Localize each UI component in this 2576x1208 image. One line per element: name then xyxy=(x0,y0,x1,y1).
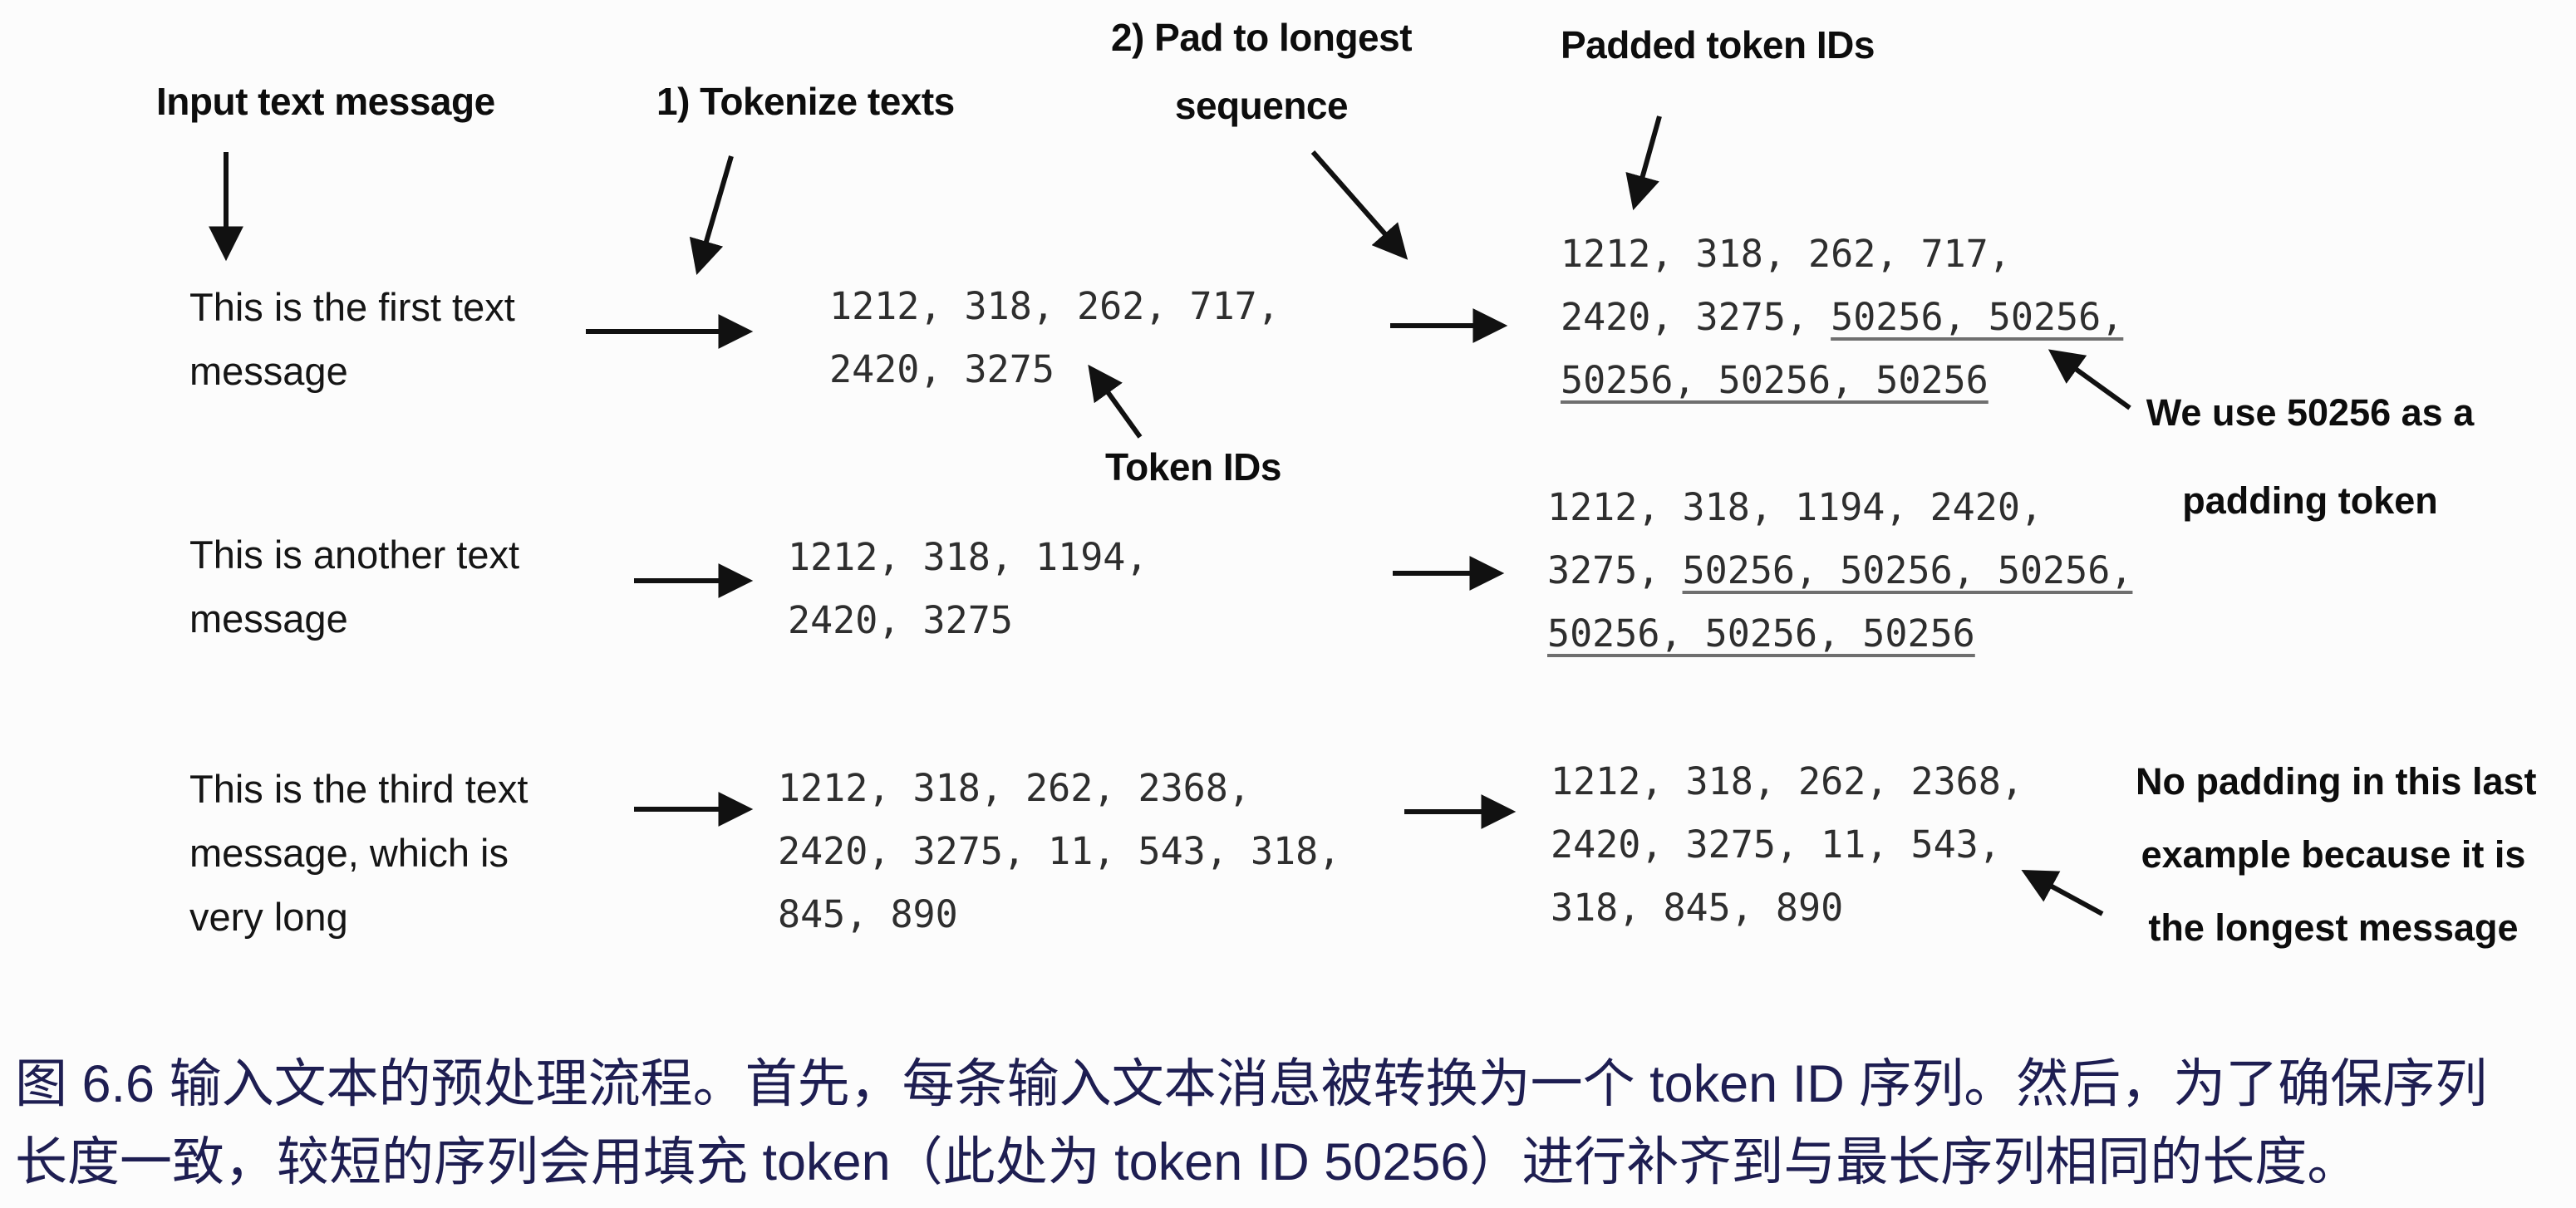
token-ids-3: 1212, 318, 262, 2368,2420, 3275, 11, 543… xyxy=(778,766,1341,936)
label-input-text-message: Input text message xyxy=(156,80,495,123)
label-token-ids: Token IDs xyxy=(1105,445,1281,489)
pad-step-arrow xyxy=(1310,150,1408,260)
padded-token-ids-3: 1212, 318, 262, 2368,2420, 3275, 11, 543… xyxy=(1551,759,2023,930)
padded-token-ids-1: 1212, 318, 262, 717,2420, 3275, 50256, 5… xyxy=(1561,232,2124,402)
token-ids-1: 1212, 318, 262, 717,2420, 3275 xyxy=(829,284,1280,391)
figure-caption: 图 6.6 输入文本的预处理流程。首先，每条输入文本消息被转换为一个 token… xyxy=(15,1055,2488,1191)
padded-token-ids-2: 1212, 318, 1194, 2420,3275, 50256, 50256… xyxy=(1547,485,2133,656)
token-ids-2: 1212, 318, 1194,2420, 3275 xyxy=(788,535,1148,642)
label-tokenize-step: 1) Tokenize texts xyxy=(656,80,955,123)
tokenize-step-arrow xyxy=(689,155,734,276)
padded-token-ids-arrow xyxy=(1625,115,1662,211)
label-padded-token-ids: Padded token IDs xyxy=(1561,23,1875,66)
no-padding-note-arrow xyxy=(2021,869,2104,916)
